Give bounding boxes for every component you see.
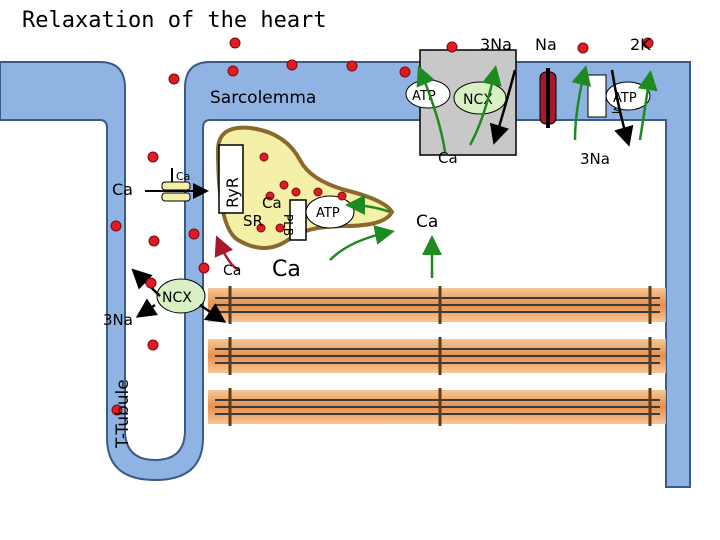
diagram-title: Relaxation of the heart [22,8,327,33]
na-out-atp-arrow [637,70,658,141]
na-out-label: Na [535,35,557,54]
ca-pump-out-arrow [416,65,447,153]
ca-channel-small-label: Ca [176,170,190,183]
sarcolemma-label: Sarcolemma [210,88,316,108]
k-2-label: 2K [630,35,651,54]
ryr-channel: RyR [218,144,244,214]
k-in-arrow [610,69,634,147]
t-tubule-label: T-Tubule [113,379,133,449]
ca-ncx-out-arrow [468,65,502,146]
calcium-ions [110,37,654,416]
sr-label: SR [243,212,263,230]
serca-uptake-arrow [345,195,391,216]
ca-channel-label: Ca [112,180,133,199]
ryr-label: RyR [223,177,242,208]
ca-cytosol-label: Ca [272,257,301,282]
ca-release-label: Ca [223,263,241,279]
ncx-na-in-arrow [199,303,227,323]
ca-pump-out-label: Ca [416,212,438,232]
ca-sr-inside-label: Ca [262,194,282,212]
ca-ncx-top-label: Ca [438,149,458,167]
ncx-bottom: NCX [156,278,206,314]
atp-serca-label: ATP [316,206,340,221]
ion-arrows [131,65,658,323]
serca-atp: ATP [305,195,355,229]
na-out-right-arrow [571,65,592,141]
ca-release-arrow [214,235,241,272]
na-3-right-label: 3Na [580,150,610,168]
ncx-bottom-label: NCX [162,290,192,306]
l-type-ca-channel [145,168,209,202]
atp-pump-top: ATP [405,79,451,109]
ncx-na-left-arrow [135,298,159,318]
plb-protein: PLB [281,199,307,241]
plb-label: PLB [281,214,295,236]
na-3-left-label: 3Na [103,311,133,329]
na-in-top-arrow [489,69,517,145]
na-in-3-label: 3Na [480,35,512,54]
ca-to-sr-arrow [329,225,395,261]
ncx-top: NCX [453,81,507,115]
myofibrils [208,286,666,426]
